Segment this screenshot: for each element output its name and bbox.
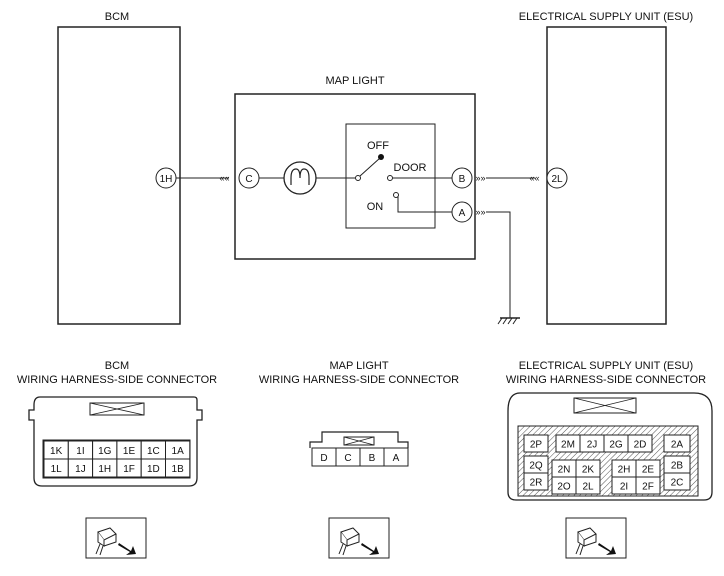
- switch-door-label: DOOR: [394, 162, 427, 174]
- esu-pin-2c: 2C: [671, 478, 684, 489]
- map-pin-d: D: [320, 453, 327, 464]
- ground-icon: [497, 317, 520, 325]
- esu-pin-2f-cell: [635, 476, 661, 495]
- switch-blade: [359, 157, 381, 177]
- map-connector-title-1: MAP LIGHT: [329, 360, 388, 372]
- map-light-label: MAP LIGHT: [325, 75, 384, 87]
- bcm-pin-1e: 1E: [123, 446, 136, 457]
- esu-pin-2o: 2O: [557, 482, 571, 493]
- bcm-pin-1l: 1L: [51, 464, 63, 475]
- bcm-pin-1j: 1J: [75, 464, 86, 475]
- esu-pin-2a: 2A: [671, 440, 684, 451]
- esu-pin-2k: 2K: [582, 465, 595, 476]
- bcm-harness-icon: [85, 517, 147, 559]
- switch-common-contact: [355, 175, 361, 181]
- switch-off-contact: [378, 154, 384, 160]
- map-connector-shell: [309, 431, 409, 448]
- filament-icon: [290, 168, 310, 185]
- esu-connector-title-1: ELECTRICAL SUPPLY UNIT (ESU): [519, 360, 693, 372]
- esu-pin-2p: 2P: [530, 440, 543, 451]
- esu-pin-2a-cell: [663, 434, 691, 453]
- esu-pin-2q: 2Q: [529, 461, 543, 472]
- connector-mark-b: »: [475, 173, 480, 183]
- connector-mark-2l: «: [529, 173, 534, 183]
- esu-pin-2j: 2J: [587, 440, 598, 451]
- lock-tab-icon: [89, 402, 145, 416]
- connector-mark-2l2: «: [534, 173, 539, 183]
- map-connector-title-2: WIRING HARNESS-SIDE CONNECTOR: [259, 374, 459, 386]
- wire-a-ground: [486, 211, 511, 318]
- esu-pin-2r: 2R: [530, 478, 543, 489]
- esu-pin-2i: 2I: [620, 482, 628, 493]
- map-pin-a: A: [393, 453, 400, 464]
- bcm-connector-title-2: WIRING HARNESS-SIDE CONNECTOR: [17, 374, 217, 386]
- bcm-pin-1g: 1G: [98, 446, 112, 457]
- esu-pin-2c-cell: [663, 472, 691, 491]
- bcm-connector-title-1: BCM: [105, 360, 129, 372]
- map-harness-icon: [328, 517, 390, 559]
- map-pin-b: B: [369, 453, 376, 464]
- esu-label: ELECTRICAL SUPPLY UNIT (ESU): [519, 11, 693, 23]
- bcm-label: BCM: [105, 11, 129, 23]
- esu-pin-2f: 2F: [642, 482, 654, 493]
- terminal-c-label: C: [245, 174, 252, 185]
- switch-door-contact: [387, 175, 393, 181]
- bcm-pin-1h: 1H: [98, 464, 111, 475]
- esu-pin-2g: 2G: [609, 440, 623, 451]
- switch-off-label: OFF: [367, 140, 389, 152]
- terminal-a: [451, 201, 473, 223]
- map-pin-a-cell: [383, 447, 409, 467]
- bcm-pin-1b: 1B: [172, 464, 185, 475]
- esu-pin-2l: 2L: [582, 482, 594, 493]
- esu-pin-2l-cell: [575, 476, 601, 495]
- switch-on-label: ON: [367, 201, 384, 213]
- connector-mark-c: «: [219, 173, 224, 183]
- wire-on-a: [397, 196, 452, 213]
- map-pin-c: C: [344, 453, 351, 464]
- terminal-2l: [546, 167, 568, 189]
- esu-pin-2n: 2N: [558, 465, 571, 476]
- connector-mark-a2: »: [480, 207, 485, 217]
- bcm-pin-grid: 1K 1I 1G 1E 1C 1A 1L 1J 1H 1F 1D 1B: [42, 439, 191, 479]
- esu-harness-icon: [565, 517, 627, 559]
- bcm-pin-1k: 1K: [50, 446, 63, 457]
- esu-pin-2d: 2D: [634, 440, 647, 451]
- esu-pin-2r-cell: [523, 472, 549, 491]
- terminal-1h-label: 1H: [160, 174, 173, 185]
- terminal-a-label: A: [459, 208, 466, 219]
- bcm-pin-1d: 1D: [147, 464, 160, 475]
- switch-on-contact: [393, 192, 399, 198]
- connector-mark-c2: «: [224, 173, 229, 183]
- bcm-pin-1c: 1C: [147, 446, 160, 457]
- connector-mark-b2: »: [480, 173, 485, 183]
- esu-pin-2b: 2B: [671, 461, 684, 472]
- esu-pin-2h: 2H: [618, 465, 631, 476]
- esu-pin-2d-cell: [627, 434, 653, 453]
- bcm-pin-1b-cell: [165, 458, 191, 478]
- esu-pin-2m: 2M: [561, 440, 575, 451]
- esu-pin-grid: 2P 2M 2J 2G 2D 2A 2Q 2N 2K 2H 2E 2B 2R 2O 2L 2I 2F 2C: [523, 434, 691, 495]
- bcm-pin-1f: 1F: [123, 464, 135, 475]
- terminal-b-label: B: [459, 174, 466, 185]
- bcm-pin-1i: 1I: [76, 446, 84, 457]
- esu-pin-2p-cell: [523, 434, 549, 453]
- connector-mark-a: »: [475, 207, 480, 217]
- esu-connector-title-2: WIRING HARNESS-SIDE CONNECTOR: [506, 374, 706, 386]
- esu-lock-tab-icon: [573, 397, 637, 414]
- terminal-2l-label: 2L: [551, 174, 563, 185]
- esu-pin-2e: 2E: [642, 465, 655, 476]
- terminal-b: [451, 167, 473, 189]
- bcm-pin-1a: 1A: [172, 446, 185, 457]
